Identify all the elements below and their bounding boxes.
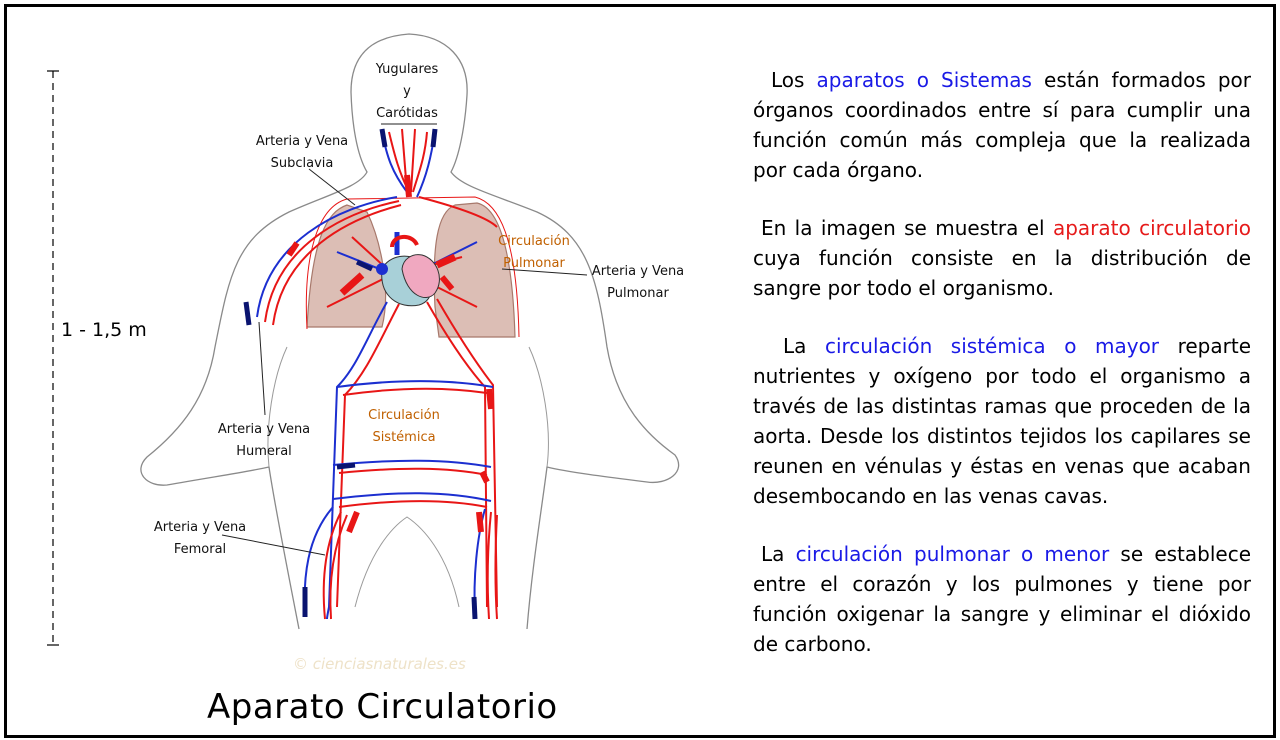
lung-border bbox=[305, 196, 520, 338]
highlight-aparato-circulatorio: aparato circulatorio bbox=[1052, 216, 1251, 240]
label-humeral: Arteria y Vena Humeral bbox=[217, 422, 311, 459]
description-text: Los aparatos o Sistemas están formados p… bbox=[753, 65, 1251, 687]
body-silhouette bbox=[140, 33, 680, 630]
trunk-vessels bbox=[326, 298, 498, 620]
paragraph-aparato-circulatorio: En la imagen se muestra el aparato circu… bbox=[753, 216, 1251, 300]
height-scale bbox=[47, 70, 59, 646]
label-arteria-vena-pulmonar: Arteria y Vena Pulmonar bbox=[591, 264, 685, 301]
label-circulacion-sistemica: Circulación Sistémica bbox=[368, 408, 440, 445]
height-label: 1 - 1,5 m bbox=[61, 319, 147, 341]
leg-divider bbox=[354, 516, 460, 608]
label-subclavia: Arteria y Vena Subclavia bbox=[255, 134, 349, 171]
label-circulacion-pulmonar: Circulación Pulmonar bbox=[498, 234, 570, 271]
highlight-circulacion-sistemica: circulación sistémica o mayor bbox=[824, 334, 1160, 358]
circulatory-diagram bbox=[47, 33, 680, 646]
label-femoral: Arteria y Vena Femoral bbox=[153, 520, 247, 557]
leader-lines bbox=[221, 123, 588, 556]
paragraph-circulacion-pulmonar: La circulación pulmonar o menor se estab… bbox=[753, 542, 1251, 656]
right-lung bbox=[433, 202, 516, 338]
highlight-aparatos-sistemas: aparatos o Sistemas bbox=[816, 68, 1032, 92]
highlight-circulacion-pulmonar: circulación pulmonar o menor bbox=[795, 542, 1110, 566]
arm-vessels bbox=[243, 196, 498, 326]
paragraph-circulacion-sistemica: La circulación sistémica o mayor reparte… bbox=[753, 334, 1251, 508]
arm-inner-right bbox=[528, 346, 549, 468]
page-frame: Yugulares y Carótidas Arteria y Vena Sub… bbox=[4, 4, 1276, 738]
paragraph-sistemas: Los aparatos o Sistemas están formados p… bbox=[753, 68, 1251, 182]
heart bbox=[376, 232, 440, 307]
arm-inner-left bbox=[267, 346, 288, 468]
diagram-title: Aparato Circulatorio bbox=[207, 687, 558, 727]
label-yugulares-carotidas: Yugulares y Carótidas bbox=[375, 62, 439, 121]
watermark: © cienciasnaturales.es bbox=[293, 655, 466, 673]
neck-vessels bbox=[379, 128, 438, 198]
leg-vessels bbox=[302, 506, 498, 620]
